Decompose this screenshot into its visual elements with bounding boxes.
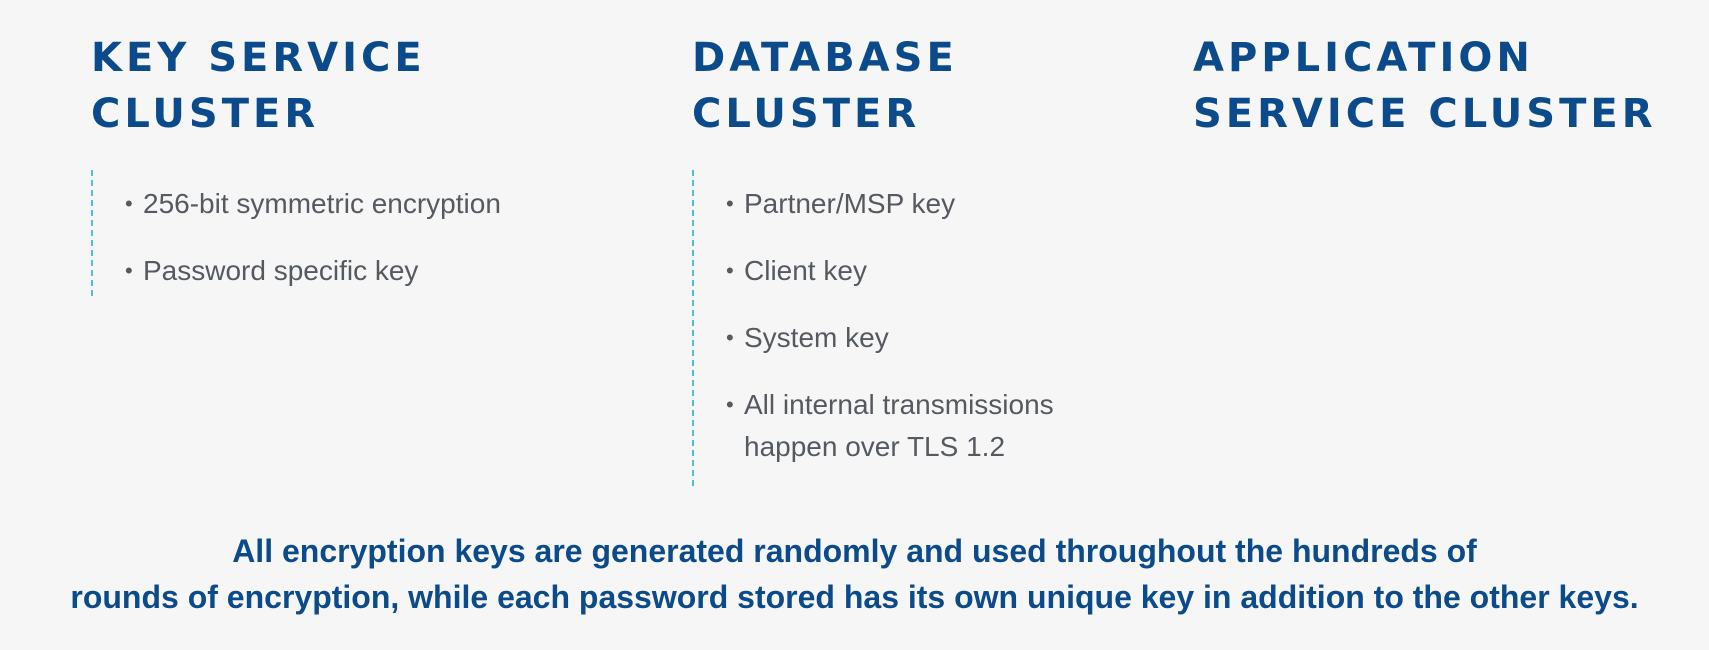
- summary-line-2: rounds of encryption, while each passwor…: [70, 579, 1639, 615]
- bullet-icon: •: [125, 191, 133, 216]
- title-line-2: CLUSTER: [91, 91, 320, 137]
- key-service-cluster-title: KEY SERVICE CLUSTER: [91, 30, 611, 142]
- list-item: • All internal transmissions happen over…: [726, 384, 1106, 468]
- list-item: • 256-bit symmetric encryption: [125, 183, 611, 225]
- database-cluster-column: DATABASE CLUSTER • Partner/MSP key • Cli…: [692, 30, 1162, 486]
- encryption-summary-text: All encryption keys are generated random…: [20, 528, 1689, 620]
- list-item: • Password specific key: [125, 250, 611, 292]
- title-line-2: CLUSTER: [692, 91, 921, 137]
- bullet-icon: •: [726, 392, 734, 417]
- application-service-cluster-title: APPLICATION SERVICE CLUSTER: [1193, 30, 1693, 142]
- bullet-icon: •: [726, 191, 734, 216]
- list-item-text: All internal transmissions happen over T…: [744, 389, 1054, 462]
- list-item-text: Client key: [744, 255, 867, 286]
- bullet-icon: •: [125, 258, 133, 283]
- title-line-1: DATABASE: [692, 35, 958, 81]
- title-line-1: APPLICATION: [1193, 35, 1534, 81]
- list-item-text: Password specific key: [143, 255, 419, 286]
- bullet-icon: •: [726, 325, 734, 350]
- summary-line-1: All encryption keys are generated random…: [232, 533, 1477, 569]
- list-item: • Client key: [726, 250, 1162, 292]
- database-cluster-title: DATABASE CLUSTER: [692, 30, 1162, 142]
- list-item: • System key: [726, 317, 1162, 359]
- list-item-text: System key: [744, 322, 889, 353]
- key-service-bullet-list: • 256-bit symmetric encryption • Passwor…: [91, 170, 611, 296]
- key-service-cluster-column: KEY SERVICE CLUSTER • 256-bit symmetric …: [91, 30, 611, 296]
- title-line-2: SERVICE CLUSTER: [1193, 91, 1657, 137]
- title-line-1: KEY SERVICE: [91, 35, 426, 81]
- application-service-cluster-column: APPLICATION SERVICE CLUSTER: [1193, 30, 1693, 142]
- bullet-icon: •: [726, 258, 734, 283]
- database-bullet-list: • Partner/MSP key • Client key • System …: [692, 170, 1162, 486]
- list-item-text: 256-bit symmetric encryption: [143, 188, 501, 219]
- list-item: • Partner/MSP key: [726, 183, 1162, 225]
- list-item-text: Partner/MSP key: [744, 188, 956, 219]
